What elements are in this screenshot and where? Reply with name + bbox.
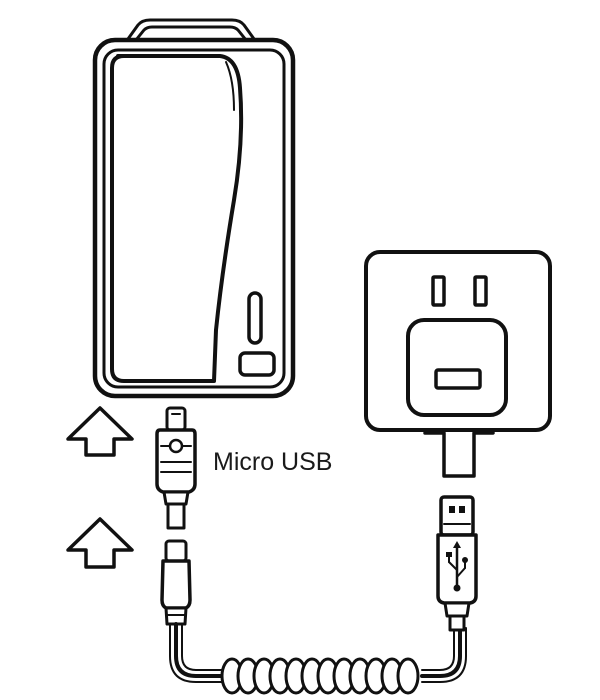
- cable-end-icon: [160, 539, 192, 626]
- cable-coil: [396, 657, 420, 695]
- micro-usb-label: Micro USB: [213, 448, 333, 476]
- micro-usb-plug-icon: [155, 406, 197, 530]
- coiled-cable-icon: [169, 622, 467, 695]
- power-bank-icon: [92, 18, 296, 399]
- wall-adapter-icon: [364, 250, 552, 432]
- usb-symbol-icon: [446, 541, 468, 592]
- arrow-up-icon: [66, 406, 134, 457]
- arrow-up-icon: [66, 517, 134, 569]
- usb-a-plug-icon: [436, 495, 478, 632]
